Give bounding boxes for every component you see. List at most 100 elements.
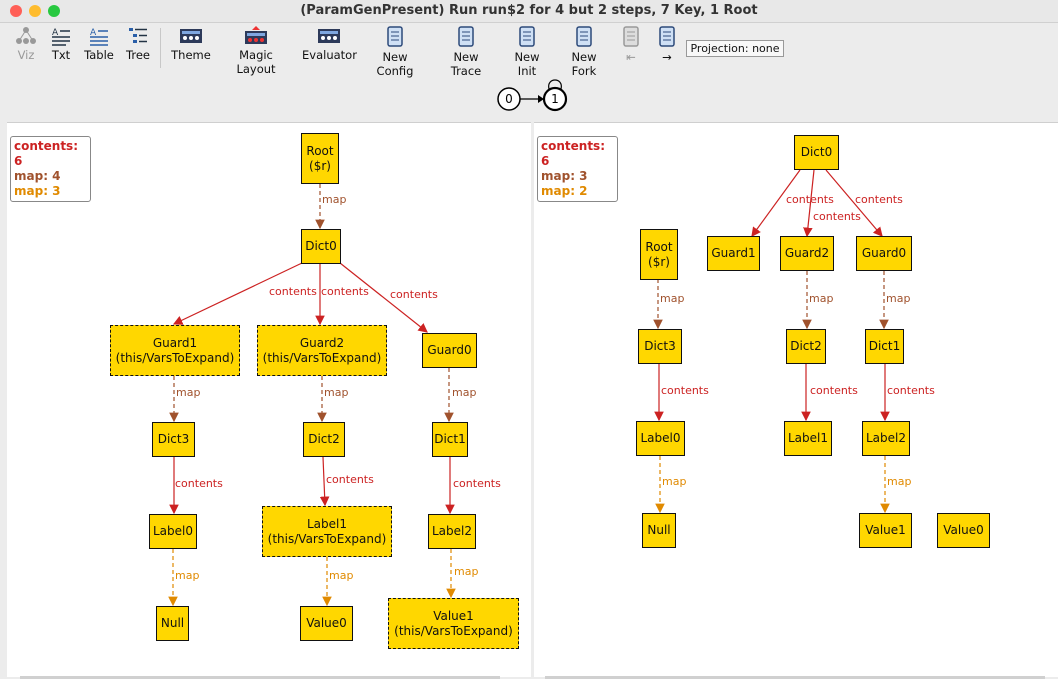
txt-label: Txt (51, 48, 71, 62)
tree-icon (129, 28, 147, 43)
toolbar-separator (160, 28, 161, 68)
state-1-label: 1 (551, 92, 559, 106)
scroll-icon (387, 26, 403, 47)
state-1-node[interactable] (542, 86, 568, 112)
next-state-button[interactable]: → (656, 26, 678, 64)
evaluator-label: Evaluator (302, 48, 357, 62)
edge-label-map: map (887, 475, 912, 488)
right-legend: contents: 6 map: 3 map: 2 (537, 136, 618, 202)
theme-icon (180, 29, 202, 43)
node-value1[interactable]: Value1 (859, 513, 912, 548)
node-null[interactable]: Null (156, 606, 189, 641)
node-label2[interactable]: Label2 (862, 421, 910, 456)
close-window-button[interactable] (10, 5, 22, 17)
edge-label-map: map (329, 569, 354, 582)
edge-label-map: map (324, 386, 349, 399)
scroll-icon (576, 26, 592, 47)
node-guard1[interactable]: Guard1 (707, 236, 760, 271)
evaluator-button[interactable]: Evaluator (302, 26, 357, 62)
node-value1[interactable]: Value1 (this/VarsToExpand) (388, 598, 519, 649)
magic-layout-button[interactable]: Magic Layout (220, 26, 292, 76)
right-graph-panel[interactable]: contents: 6 map: 3 map: 2 Dict0 Root ($r… (534, 122, 1058, 677)
magic-layout-label: Magic Layout (236, 48, 276, 76)
minimize-window-button[interactable] (29, 5, 41, 17)
edge-label-contents: contents (175, 477, 223, 490)
new-config-label: New Config (376, 50, 414, 78)
new-fork-label: New Fork (571, 50, 597, 78)
node-guard1[interactable]: Guard1 (this/VarsToExpand) (110, 325, 240, 376)
node-null[interactable]: Null (642, 513, 676, 548)
edge-label-map: map (452, 386, 477, 399)
scroll-icon (458, 26, 474, 47)
table-icon: A (90, 28, 108, 46)
tree-label: Tree (126, 48, 150, 62)
projection-button[interactable]: Projection: none (686, 40, 784, 57)
new-trace-button[interactable]: New Trace (437, 26, 495, 78)
node-dict0[interactable]: Dict0 (301, 229, 341, 264)
node-label0[interactable]: Label0 (149, 514, 197, 549)
magic-layout-icon (245, 26, 267, 44)
node-value0[interactable]: Value0 (937, 513, 990, 548)
graph-icon (16, 27, 36, 44)
window-title: (ParamGenPresent) Run run$2 for 4 but 2 … (300, 3, 758, 18)
left-edges (168, 184, 456, 607)
trace-arrowhead (538, 95, 544, 103)
left-graph-panel[interactable]: contents: 6 map: 4 map: 3 Root ($r) Dict… (7, 122, 531, 677)
node-label1[interactable]: Label1 (784, 421, 832, 456)
new-init-button[interactable]: New Init (504, 26, 550, 78)
legend-contents-count: contents: 6 (541, 139, 605, 168)
edge-label-contents: contents (453, 477, 501, 490)
edge-label-map: map (175, 569, 200, 582)
right-horizontal-scrollbar[interactable] (545, 676, 1045, 679)
node-guard0[interactable]: Guard0 (856, 236, 912, 271)
theme-button[interactable]: Theme (170, 26, 212, 62)
evaluator-icon (318, 29, 340, 43)
node-dict3[interactable]: Dict3 (638, 329, 682, 364)
edge-label-contents: contents (855, 193, 903, 206)
zoom-window-button[interactable] (48, 5, 60, 17)
svg-text:A: A (52, 28, 59, 38)
legend-map2-count: map: 3 (14, 184, 61, 198)
node-value0[interactable]: Value0 (300, 606, 353, 641)
node-dict1[interactable]: Dict1 (432, 422, 468, 457)
tree-button[interactable]: Tree (124, 26, 152, 62)
trace-graph: 0 1 (497, 79, 568, 112)
new-init-label: New Init (514, 50, 540, 78)
edge-label-map: map (809, 292, 834, 305)
edge-label-contents: contents (887, 384, 935, 397)
left-horizontal-scrollbar[interactable] (20, 676, 500, 679)
trace-navigator: 0 1 (0, 71, 1058, 121)
node-label2[interactable]: Label2 (428, 514, 476, 549)
toolbar: Viz A Txt A Table Tree Theme (0, 23, 1058, 78)
new-fork-button[interactable]: New Fork (558, 26, 610, 78)
table-button[interactable]: A Table (82, 26, 116, 62)
node-root[interactable]: Root ($r) (301, 133, 339, 184)
node-root[interactable]: Root ($r) (640, 229, 678, 280)
legend-contents-count: contents: 6 (14, 139, 78, 168)
node-dict3[interactable]: Dict3 (152, 422, 195, 457)
scroll-icon (519, 26, 535, 47)
node-guard0[interactable]: Guard0 (422, 333, 477, 368)
edge-label-contents: contents (813, 210, 861, 223)
right-edges (653, 169, 890, 514)
legend-map-count: map: 3 (541, 169, 588, 183)
txt-button[interactable]: A Txt (48, 26, 74, 62)
node-dict2[interactable]: Dict2 (303, 422, 345, 457)
edge-label-map: map (454, 565, 479, 578)
node-label1[interactable]: Label1 (this/VarsToExpand) (262, 506, 392, 557)
node-guard2[interactable]: Guard2 (this/VarsToExpand) (257, 325, 387, 376)
previous-state-button[interactable]: ⇤ (620, 26, 642, 64)
node-dict2[interactable]: Dict2 (786, 329, 826, 364)
scroll-disabled-icon (623, 26, 639, 47)
new-config-button[interactable]: New Config (364, 26, 426, 78)
edge-label-map: map (662, 475, 687, 488)
edge-label-contents: contents (390, 288, 438, 301)
node-dict1[interactable]: Dict1 (865, 329, 904, 364)
edge-label-contents: contents (321, 285, 369, 298)
edge-label-contents: contents (786, 193, 834, 206)
node-guard2[interactable]: Guard2 (780, 236, 834, 271)
node-dict0[interactable]: Dict0 (794, 135, 839, 170)
edge-label-map: map (322, 193, 347, 206)
viz-button[interactable]: Viz (12, 26, 40, 62)
node-label0[interactable]: Label0 (636, 421, 685, 456)
